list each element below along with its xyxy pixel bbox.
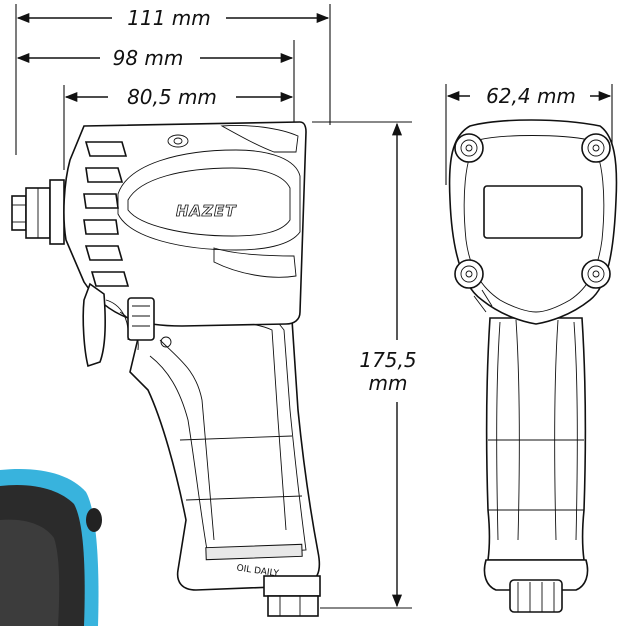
- dimension-label-overall-length: 111 mm: [127, 6, 211, 30]
- handle: OIL DAILY OIL DAILY: [129, 289, 321, 617]
- air-inlet: [263, 575, 321, 617]
- dimension-housing-length: 98 mm: [16, 40, 295, 125]
- square-drive: [11, 179, 65, 245]
- dimension-label-head-length: 80,5 mm: [127, 85, 217, 109]
- dimension-label-height-value: 175,5: [359, 348, 416, 372]
- rear-handle: [485, 317, 587, 561]
- side-view: OIL DAILY OIL DAILY: [11, 121, 321, 617]
- trigger: [82, 282, 172, 368]
- rear-air-inlet: [483, 559, 589, 613]
- rear-window: [483, 185, 583, 239]
- dimension-head-length: 80,5 mm: [63, 85, 294, 170]
- dimension-label-housing-length: 98 mm: [113, 46, 184, 70]
- product-photo-fragment: [0, 468, 102, 626]
- brand-logo: HAZET: [176, 202, 237, 220]
- dimension-label-width: 62,4 mm: [486, 84, 576, 108]
- rear-view: [448, 119, 618, 613]
- dimension-height: 175,5 mm: [312, 121, 417, 609]
- rear-screws: [454, 133, 611, 289]
- dimension-overall-length: 111 mm: [15, 4, 331, 155]
- dimension-width: 62,4 mm: [445, 84, 613, 185]
- dimension-label-height-unit: mm: [369, 371, 408, 395]
- hammer-housing: HAZET: [63, 121, 307, 327]
